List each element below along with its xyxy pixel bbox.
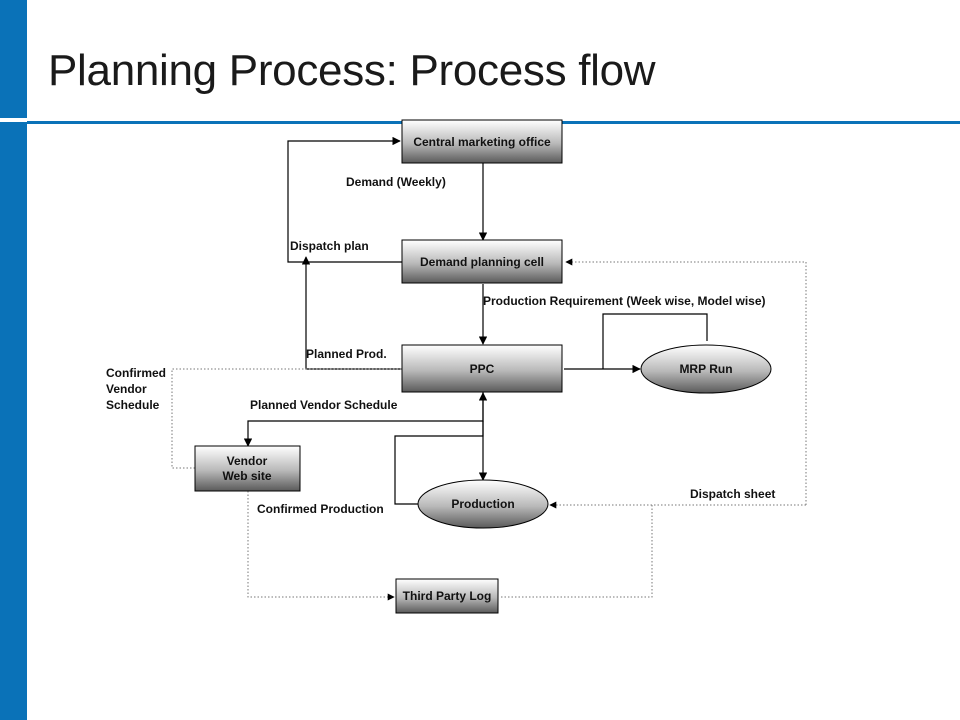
label-production-requirement: Production Requirement (Week wise, Model… [483,294,766,308]
node-label-cmo: Central marketing office [413,135,551,149]
node-mrp-run: MRP Run [640,344,772,394]
node-label-production: Production [451,497,514,511]
edge-tpl-link [500,505,653,598]
label-confirmed-vendor-3: Schedule [106,398,160,412]
node-ppc: PPC [401,344,563,393]
side-bar-notch [0,118,27,122]
edge-dispatch-plan [287,136,402,263]
node-vendor-web-site: Vendor Web site [194,445,301,492]
edge-mrp-loop [602,313,708,369]
label-confirmed-production: Confirmed Production [257,502,384,516]
label-dispatch-plan: Dispatch plan [290,239,369,253]
node-central-marketing-office: Central marketing office [401,119,563,164]
node-label-vendor-line1: Vendor [227,454,268,468]
node-label-mrp: MRP Run [679,362,732,376]
node-label-vendor-line2: Web site [222,469,271,483]
label-confirmed-vendor-2: Vendor [106,382,147,396]
node-label-tpl: Third Party Log [403,589,492,603]
slide-title: Planning Process: Process flow [48,46,656,95]
node-third-party-log: Third Party Log [395,578,499,614]
node-label-dpc: Demand planning cell [420,255,544,269]
edge-dispatch-sheet-to-dpc [565,258,807,505]
edge-vendor-to-tpl [247,491,395,601]
node-label-ppc: PPC [470,362,495,376]
label-planned-prod: Planned Prod. [306,347,387,361]
label-confirmed-vendor-1: Confirmed [106,366,166,380]
node-production: Production [417,479,549,529]
edge-confirmed-production [394,392,488,505]
edge-confirmed-vendor-schedule [171,368,402,469]
label-dispatch-sheet: Dispatch sheet [690,487,775,501]
node-demand-planning-cell: Demand planning cell [401,239,563,284]
label-planned-vendor-schedule: Planned Vendor Schedule [250,398,398,412]
label-demand-weekly: Demand (Weekly) [346,175,446,189]
